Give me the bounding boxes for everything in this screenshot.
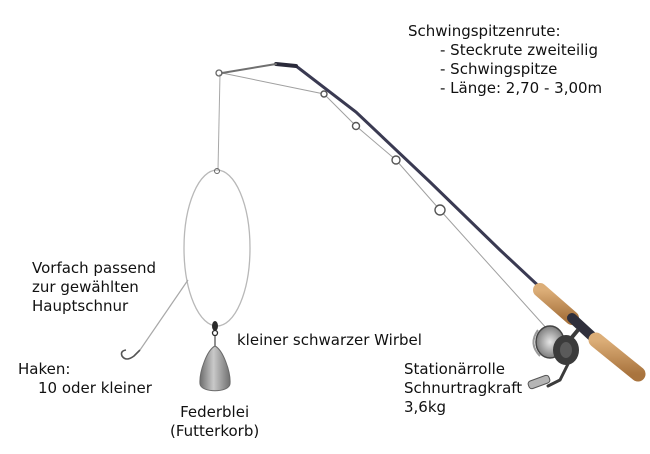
rod-title: Schwingspitzenrute: xyxy=(408,22,561,40)
tip-ring xyxy=(215,69,223,77)
rod-guides xyxy=(320,90,446,216)
swing-tip xyxy=(221,63,277,74)
leader-description: Vorfach passend zur gewählten Hauptschnu… xyxy=(32,259,156,316)
swivel xyxy=(211,321,219,337)
reel xyxy=(527,325,580,390)
sinker-description: Federblei (Futterkorb) xyxy=(170,403,259,441)
leader-line-3: Hauptschnur xyxy=(32,297,129,315)
main-line xyxy=(221,72,549,331)
rod-spec-2: - Schwingspitze xyxy=(440,60,558,78)
rod-spec-1: - Steckrute zweiteilig xyxy=(440,41,598,59)
rod-spec-3: - Länge: 2,70 - 3,00m xyxy=(440,79,603,97)
swivel-label: kleiner schwarzer Wirbel xyxy=(237,331,422,349)
hook-leader xyxy=(139,279,189,351)
leader-line-1: Vorfach passend xyxy=(32,259,157,277)
sinker-subtitle: (Futterkorb) xyxy=(170,422,260,440)
sinker-title: Federblei xyxy=(180,403,250,421)
hook-size: 10 oder kleiner xyxy=(38,379,152,397)
leader-line-2: zur gewählten xyxy=(32,278,139,296)
rod-description: Schwingspitzenrute: - Steckrute zweiteil… xyxy=(408,22,602,98)
hook-title: Haken: xyxy=(18,360,71,378)
drop-line xyxy=(217,73,221,171)
sinker xyxy=(199,336,231,392)
reel-line-1: Stationärrolle xyxy=(404,360,506,378)
rod-handle xyxy=(533,283,646,382)
hook xyxy=(120,349,141,360)
reel-description: Stationärrolle Schnurtragkraft 3,6kg xyxy=(404,360,522,417)
rod-tip-section xyxy=(274,62,298,68)
hook-description: Haken: 10 oder kleiner xyxy=(18,360,152,398)
rig-loop xyxy=(183,169,251,327)
reel-line-3: 3,6kg xyxy=(404,398,447,416)
rod-blank xyxy=(294,64,547,294)
loop-swivel-top xyxy=(214,168,220,174)
reel-line-2: Schnurtragkraft xyxy=(404,379,523,397)
